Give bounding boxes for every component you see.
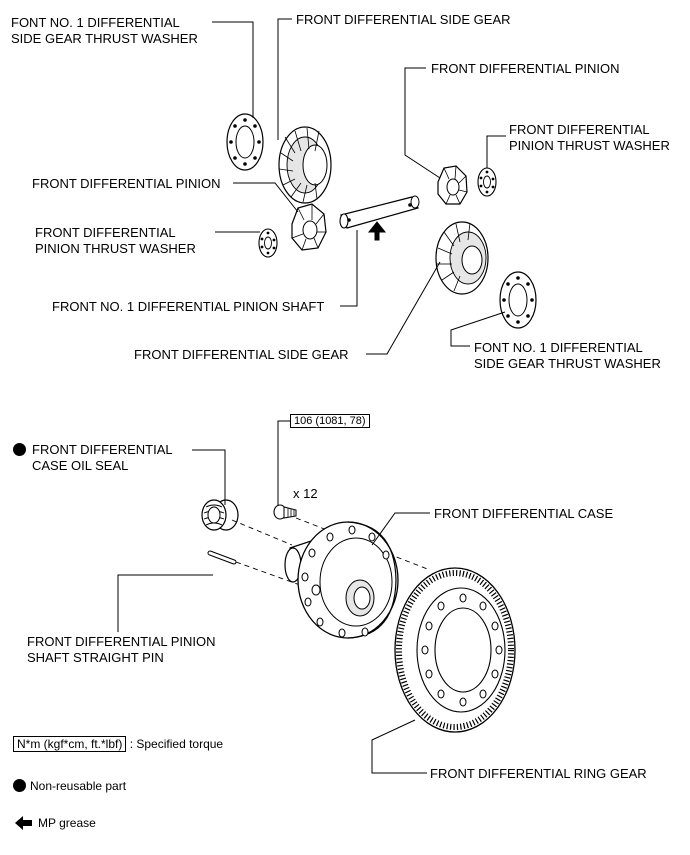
- label-diff-case: FRONT DIFFERENTIAL CASE: [434, 506, 614, 521]
- label-pinion-right: FRONT DIFFERENTIAL PINION: [431, 61, 620, 76]
- label-oil-seal: FRONT DIFFERENTIAL CASE OIL SEAL: [13, 442, 173, 474]
- label-line: PINION THRUST WASHER: [509, 138, 670, 153]
- label-pinion-shaft: FRONT NO. 1 DIFFERENTIAL PINION SHAFT: [52, 299, 325, 314]
- label-line: FRONT DIFFERENTIAL PINION: [27, 634, 216, 649]
- pinion-left: [291, 203, 327, 251]
- label-line: FONT NO. 1 DIFFERENTIAL: [474, 340, 643, 355]
- legend-torque-text: : Specified torque: [129, 737, 224, 751]
- non-reusable-icon: [13, 443, 26, 456]
- label-line: FRONT DIFFERENTIAL: [13, 442, 173, 458]
- straight-pin: [207, 550, 237, 565]
- label-ring-gear: FRONT DIFFERENTIAL RING GEAR: [430, 766, 647, 781]
- pinion-thrust-washer-left: [258, 228, 278, 258]
- label-thrust-washer-bottom: FONT NO. 1 DIFFERENTIAL SIDE GEAR THRUST…: [474, 340, 661, 372]
- label-straight-pin: FRONT DIFFERENTIAL PINION SHAFT STRAIGHT…: [27, 634, 216, 666]
- legend-torque-box: N*m (kgf*cm, ft.*lbf): [13, 736, 127, 752]
- label-pinion-thrust-washer-left: FRONT DIFFERENTIAL PINION THRUST WASHER: [35, 225, 196, 257]
- label-line: SHAFT STRAIGHT PIN: [27, 650, 164, 665]
- legend-non-reusable-text: Non-reusable part: [30, 779, 127, 793]
- pinion-thrust-washer-right: [477, 167, 497, 197]
- label-pinion-thrust-washer-right: FRONT DIFFERENTIAL PINION THRUST WASHER: [509, 122, 670, 154]
- label-text: FRONT DIFFERENTIAL: [32, 442, 173, 457]
- filled-circle-icon: [13, 779, 26, 792]
- pinion-right: [437, 165, 468, 205]
- case-bolt: [273, 504, 297, 520]
- label-line: FRONT DIFFERENTIAL: [509, 122, 650, 137]
- side-gear-top: [278, 126, 332, 204]
- legend-torque: N*m (kgf*cm, ft.*lbf) : Specified torque: [13, 736, 223, 752]
- label-pinion-left: FRONT DIFFERENTIAL PINION: [32, 176, 221, 191]
- label-thrust-washer-top: FONT NO. 1 DIFFERENTIAL SIDE GEAR THRUST…: [11, 15, 198, 47]
- label-line: FONT NO. 1 DIFFERENTIAL: [11, 15, 180, 30]
- leader-lines-upper: [212, 18, 506, 355]
- ring-gear: [394, 567, 516, 733]
- side-gear-thrust-washer-top: [226, 113, 264, 171]
- label-side-gear-top: FRONT DIFFERENTIAL SIDE GEAR: [296, 12, 511, 27]
- side-gear-thrust-washer-bottom: [499, 271, 537, 329]
- legend-grease-arrow-icon: [15, 816, 32, 830]
- leader-lines-lower: [117, 420, 430, 774]
- label-side-gear-bottom: FRONT DIFFERENTIAL SIDE GEAR: [134, 347, 349, 362]
- label-line: PINION THRUST WASHER: [35, 241, 196, 256]
- label-line: FRONT DIFFERENTIAL: [35, 225, 176, 240]
- label-line: SIDE GEAR THRUST WASHER: [11, 31, 198, 46]
- legend-non-reusable: Non-reusable part: [13, 778, 126, 794]
- pinion-shaft: [339, 195, 420, 241]
- case-oil-seal: [201, 499, 239, 531]
- label-line: SIDE GEAR THRUST WASHER: [474, 356, 661, 371]
- side-gear-bottom: [435, 221, 489, 295]
- assembly-dashed-lines: [231, 517, 431, 586]
- label-line: CASE OIL SEAL: [32, 458, 129, 473]
- torque-value: 106 (1081, 78): [290, 414, 370, 428]
- legend-mp-grease: MP grease: [38, 816, 96, 830]
- label-bolt-count: x 12: [293, 486, 318, 501]
- torque-value-box: 106 (1081, 78): [290, 414, 370, 428]
- differential-case: [284, 521, 399, 639]
